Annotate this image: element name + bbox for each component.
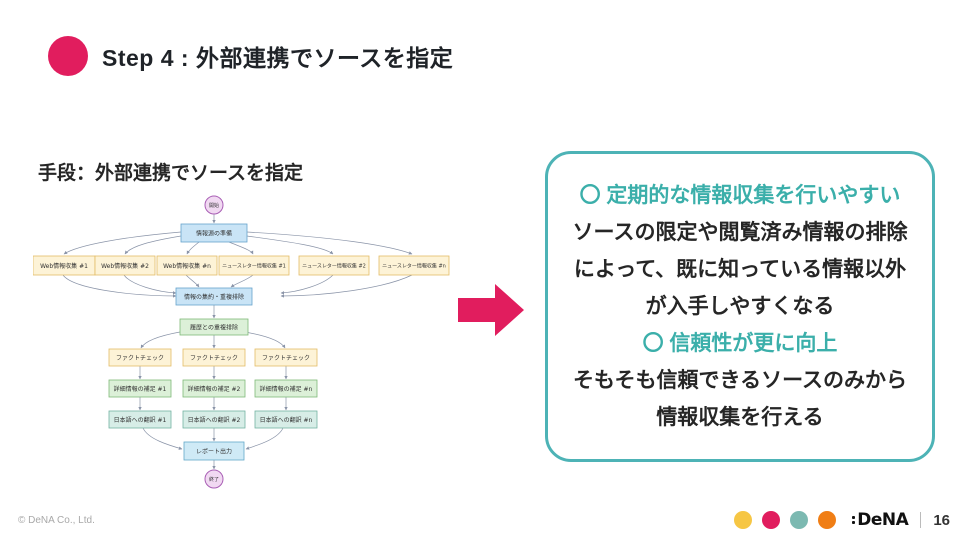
method-caption: 手段：外部連携でソースを指定 xyxy=(38,163,304,184)
flow-node-factcheck-1 xyxy=(108,348,172,367)
benefit-text-line: によって、既に知っている情報以外 xyxy=(573,258,907,281)
flow-node-translate-1 xyxy=(108,410,172,429)
benefit-text-line: そもそも信頼できるソースのみから xyxy=(572,369,908,392)
flow-node-report xyxy=(183,441,245,461)
flow-node-web-n xyxy=(156,255,218,276)
slide-header: Step 4 : 外部連携でソースを指定 xyxy=(48,36,453,76)
brand-dot-orange xyxy=(818,511,837,529)
flow-node-detail-3-label: 詳細情報の補足 #n xyxy=(260,385,313,393)
brand-dot-pink xyxy=(762,511,781,529)
flow-node-factcheck-3 xyxy=(254,348,318,367)
brand-dot-yellow xyxy=(734,511,753,529)
flow-node-report-label: レポート出力 xyxy=(196,448,232,456)
flow-node-factcheck-3-label: ファクトチェック xyxy=(262,355,310,362)
flow-node-factcheck-2 xyxy=(182,348,246,367)
flow-node-aggregate xyxy=(175,287,253,306)
flow-node-end-label: 終了 xyxy=(209,476,219,483)
flow-node-start-label: 開始 xyxy=(209,202,219,209)
page-number: 16 xyxy=(933,511,950,529)
dena-logo-dots-icon xyxy=(852,516,856,524)
right-arrow-icon xyxy=(458,284,524,336)
benefits-box: 〇 定期的な情報収集を行いやすい ソースの限定や閲覧済み情報の排除 によって、既… xyxy=(545,151,935,462)
flow-node-factcheck-2-label: ファクトチェック xyxy=(190,355,238,362)
benefit-text-line: 情報収集を行える xyxy=(656,406,824,429)
flow-node-translate-2 xyxy=(182,410,246,429)
flow-node-detail-1-label: 詳細情報の補足 #1 xyxy=(114,385,167,393)
flow-node-translate-1-label: 日本語への翻訳 #1 xyxy=(114,416,167,424)
flow-node-factcheck-1-label: ファクトチェック xyxy=(116,355,164,362)
flow-node-newsletter-2-label: ニュースレター情報収集 #2 xyxy=(302,263,366,270)
flow-node-newsletter-1-label: ニュースレター情報収集 #1 xyxy=(222,263,286,270)
flow-node-prepare-label: 情報源の準備 xyxy=(196,230,232,238)
copyright-text: © DeNA Co., Ltd. xyxy=(18,515,95,526)
page-divider xyxy=(920,512,922,528)
flow-node-newsletter-1 xyxy=(218,255,290,276)
flow-node-end xyxy=(204,469,224,489)
benefit-text-line: が入手しやすくなる xyxy=(645,295,835,318)
page-title: Step 4 : 外部連携でソースを指定 xyxy=(102,45,454,71)
benefit-text-line: ソースの限定や閲覧済み情報の排除 xyxy=(572,221,908,244)
flow-node-web-2-label: Web情報収集 #2 xyxy=(101,262,149,270)
flow-node-start xyxy=(204,195,224,215)
dena-logo: DeNA xyxy=(852,510,909,530)
dena-logo-text: DeNA xyxy=(857,510,909,530)
workflow-diagram: 開始 情報源の準備 Web情報収集 #1 Web情報収集 #2 Web情報収集 … xyxy=(33,195,450,489)
flow-node-newsletter-2 xyxy=(298,255,370,276)
flow-node-translate-3-label: 日本語への翻訳 #n xyxy=(260,416,313,424)
flow-node-translate-3 xyxy=(254,410,318,429)
benefit-heading-1: 〇 定期的な情報収集を行いやすい xyxy=(579,184,901,207)
flow-node-newsletter-n-label: ニュースレター情報収集 #n xyxy=(382,263,446,270)
flow-node-translate-2-label: 日本語への翻訳 #2 xyxy=(188,416,241,424)
flow-node-web-2 xyxy=(94,255,156,276)
flow-node-detail-1 xyxy=(108,379,172,398)
flow-node-detail-2 xyxy=(182,379,246,398)
flow-node-newsletter-n xyxy=(378,255,450,276)
flow-node-detail-2-label: 詳細情報の補足 #2 xyxy=(188,385,241,393)
flow-node-prepare xyxy=(180,223,248,243)
step-bullet-icon xyxy=(48,36,88,76)
flow-node-history xyxy=(179,318,249,336)
footer-brand: DeNA 16 xyxy=(734,510,950,530)
brand-dot-teal xyxy=(790,511,809,529)
benefit-heading-2: 〇 信頼性が更に向上 xyxy=(642,332,838,355)
flow-node-detail-3 xyxy=(254,379,318,398)
flow-node-web-n-label: Web情報収集 #n xyxy=(163,262,211,270)
flow-node-web-1-label: Web情報収集 #1 xyxy=(40,262,88,270)
flow-node-aggregate-label: 情報の集約・重複排除 xyxy=(184,293,244,301)
diagram-edges xyxy=(62,214,413,470)
flow-node-history-label: 履歴との重複排除 xyxy=(190,324,238,332)
